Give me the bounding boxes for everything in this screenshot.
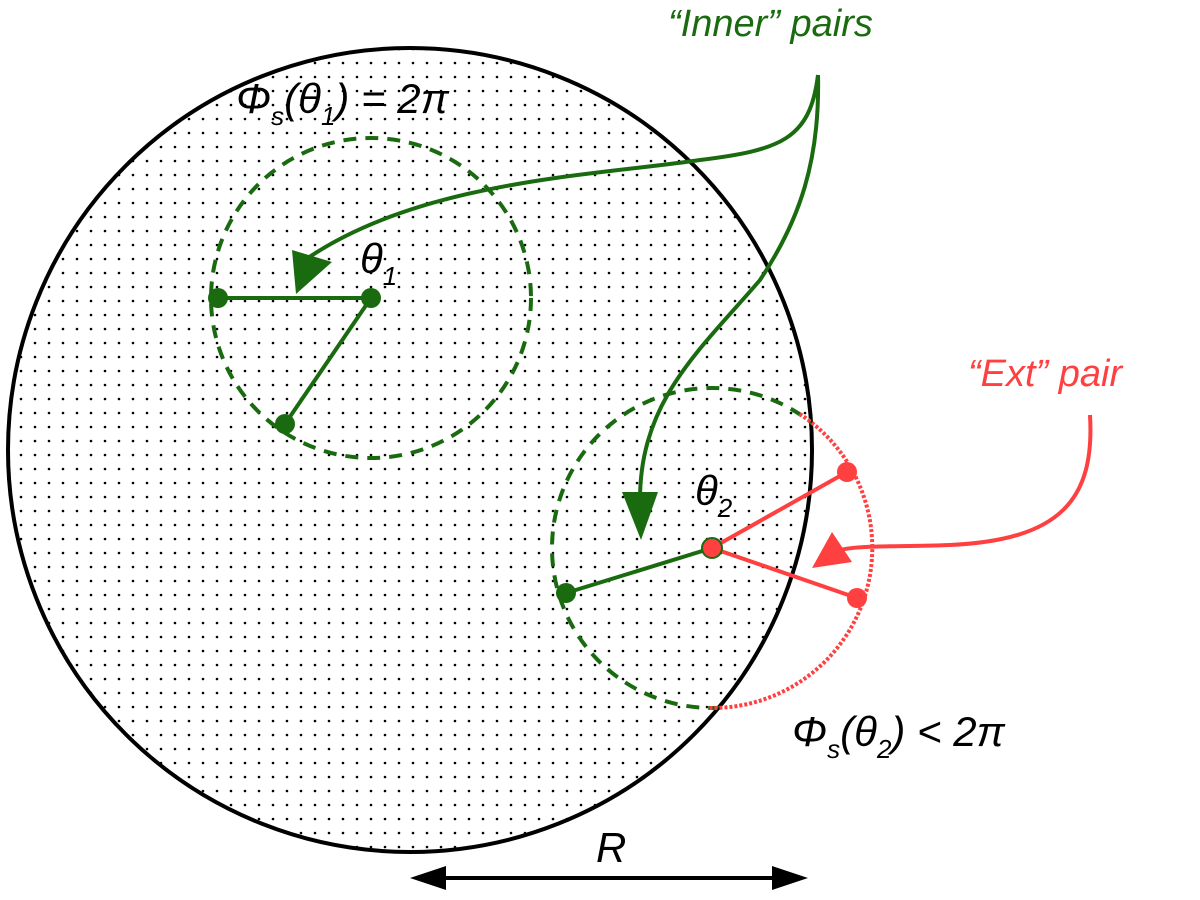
galaxy-point bbox=[275, 414, 295, 434]
inner-pairs-label: “Inner” pairs bbox=[668, 3, 873, 45]
galaxy-point bbox=[556, 583, 576, 603]
galaxy-point bbox=[208, 288, 228, 308]
radius-arrowhead-left bbox=[410, 866, 446, 890]
phi-theta1-label: Φs(θ1) = 2π bbox=[236, 75, 450, 131]
theta1-label: θ1 bbox=[360, 235, 397, 291]
inner-pairs-arrow-2 bbox=[638, 74, 821, 501]
phi-theta2-label: Φs(θ2) < 2π bbox=[792, 708, 1006, 764]
survey-area bbox=[8, 48, 812, 852]
inner-pair-line-c bbox=[565, 546, 713, 595]
radius-arrowhead-right bbox=[772, 866, 808, 890]
ext-galaxy-point bbox=[847, 588, 867, 608]
ext-pair-label: “Ext” pair bbox=[968, 353, 1123, 395]
theta2-label: θ2 bbox=[695, 467, 733, 523]
aperture-circle-theta1 bbox=[209, 136, 533, 460]
inner-pairs-arrowhead-2 bbox=[622, 492, 658, 540]
inner-pairs-arrow-1 bbox=[303, 74, 820, 262]
inner-pair-line-b bbox=[283, 296, 373, 426]
ext-pair-arrow bbox=[839, 414, 1093, 552]
ext-pair-line-b bbox=[711, 546, 858, 600]
survey-boundary-circle bbox=[6, 46, 814, 854]
ext-galaxy-point bbox=[837, 462, 857, 482]
ext-pair-line-a bbox=[711, 470, 848, 550]
theta1-center-point bbox=[361, 288, 381, 308]
inner-pairs-arrowhead-1 bbox=[292, 250, 332, 294]
ext-pair-arrowhead bbox=[812, 532, 852, 568]
radius-label: R bbox=[596, 824, 626, 871]
theta2-center-point bbox=[701, 537, 723, 559]
